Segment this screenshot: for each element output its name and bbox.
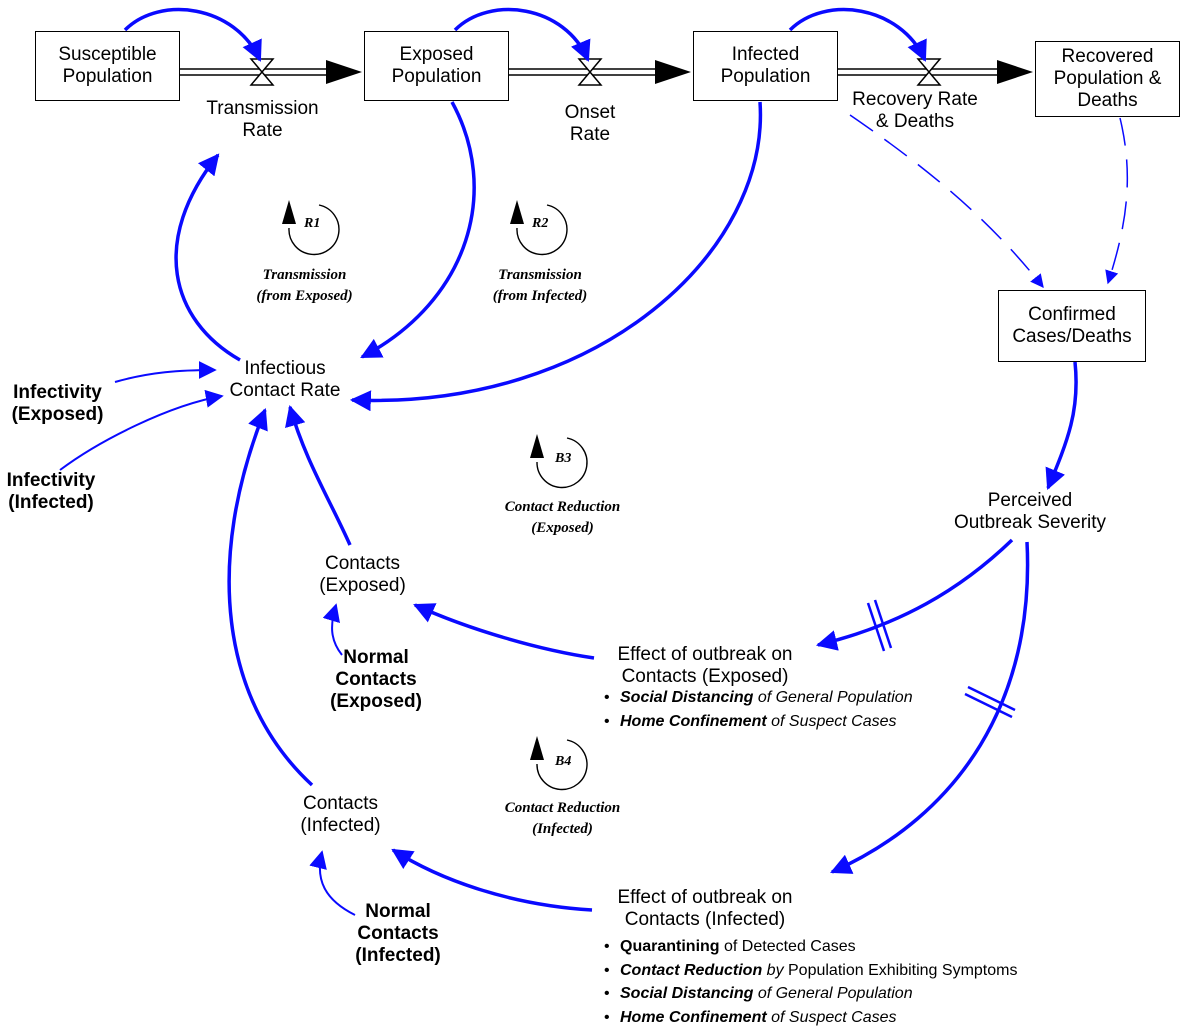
var-infectivity-exposed: Infectivity (Exposed) (0, 382, 115, 426)
var-effect-exposed: Effect of outbreak on Contacts (Exposed) (595, 644, 815, 688)
var-perceived-severity: Perceived Outbreak Severity (925, 490, 1135, 534)
var-normal-contacts-exposed: Normal Contacts (Exposed) (315, 647, 437, 713)
flow-pipe-recovery (838, 59, 1033, 85)
stock-confirmed-label: Confirmed Cases/Deaths (1012, 304, 1131, 348)
measures-infected-list: Quarantining of Detected Cases Contact R… (600, 935, 1017, 1029)
loop-id-b3: B3 (555, 451, 571, 467)
measure-infected-item: Home Confinement of Suspect Cases (600, 1006, 1017, 1029)
loop-name-r1: Transmission (from Exposed) (232, 265, 377, 307)
flow-pipe-onset (509, 59, 691, 85)
link-recovery-to-confirmed (850, 115, 1043, 287)
stock-infected-label: Infected Population (721, 44, 811, 88)
link-infectivity-exposed-to-contact-rate (115, 370, 215, 382)
stock-exposed: Exposed Population (364, 31, 509, 101)
link-confirmed-to-perceived (1048, 362, 1076, 488)
loop-name-r2: Transmission (from Infected) (465, 265, 615, 307)
loop-id-b4: B4 (555, 754, 571, 770)
measures-exposed-list: Social Distancing of General Population … (600, 686, 913, 733)
measure-exposed-item: Social Distancing of General Population (600, 686, 913, 710)
stock-infected: Infected Population (693, 31, 838, 101)
loop-name-b4: Contact Reduction (Infected) (480, 798, 645, 840)
var-infectious-contact-rate: Infectious Contact Rate (205, 358, 365, 402)
link-contact-rate-to-transmission (176, 155, 240, 360)
link-contacts-infected-to-contact-rate (229, 410, 312, 785)
stock-exposed-label: Exposed Population (392, 44, 482, 88)
link-contacts-exposed-to-contact-rate (290, 407, 350, 545)
var-contacts-infected: Contacts (Infected) (278, 793, 403, 837)
link-recovered-to-confirmed (1108, 118, 1127, 283)
loop-id-r2: R2 (532, 216, 548, 232)
stock-recovered: Recovered Population & Deaths (1035, 41, 1180, 117)
stock-susceptible-label: Susceptible Population (58, 44, 156, 88)
flow-onset-rate: Onset Rate (540, 102, 640, 146)
stock-recovered-label: Recovered Population & Deaths (1054, 46, 1162, 112)
measure-exposed-item: Home Confinement of Suspect Cases (600, 710, 913, 734)
var-infectivity-infected: Infectivity (Infected) (0, 470, 102, 514)
var-contacts-exposed: Contacts (Exposed) (300, 553, 425, 597)
link-exposed-to-contact-rate (362, 102, 474, 357)
var-effect-infected: Effect of outbreak on Contacts (Infected… (595, 887, 815, 931)
measure-infected-item: Quarantining of Detected Cases (600, 935, 1017, 959)
loop-id-r1: R1 (304, 216, 320, 232)
flow-recovery-rate: Recovery Rate & Deaths (845, 89, 985, 133)
loop-name-b3: Contact Reduction (Exposed) (480, 497, 645, 539)
stock-susceptible: Susceptible Population (35, 31, 180, 101)
link-infected-to-contact-rate (352, 102, 760, 400)
flow-transmission-rate: Transmission Rate (190, 98, 335, 142)
link-effect-exposed-to-contacts-exposed (415, 605, 594, 658)
measure-infected-item: Social Distancing of General Population (600, 982, 1017, 1006)
stock-confirmed: Confirmed Cases/Deaths (998, 290, 1146, 362)
measure-infected-item: Contact Reduction by Population Exhibiti… (600, 959, 1017, 983)
var-normal-contacts-infected: Normal Contacts (Infected) (337, 901, 459, 967)
flow-pipe-transmission (180, 59, 362, 85)
link-perceived-to-effect-exposed (818, 540, 1012, 645)
